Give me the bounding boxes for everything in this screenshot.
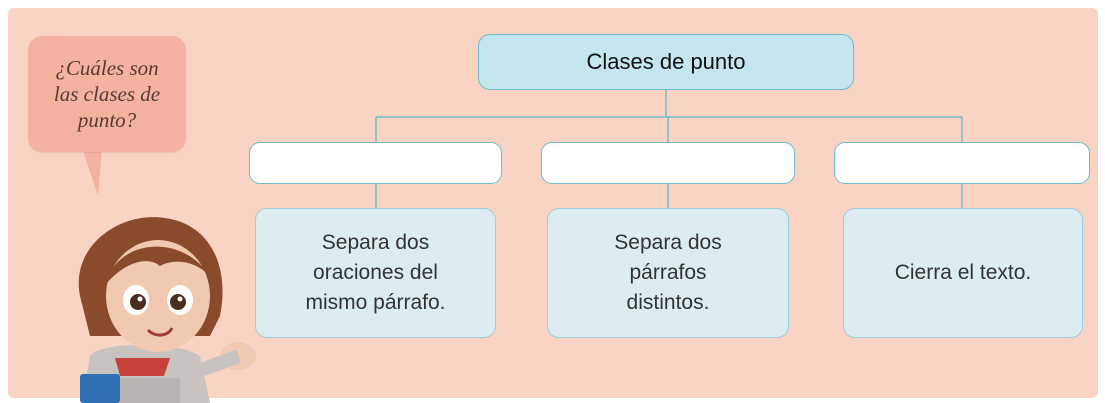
description-box-3: Cierra el texto. — [843, 208, 1083, 338]
girl-character-illustration — [78, 217, 256, 403]
description-box-1: Separa dos oraciones del mismo párrafo. — [255, 208, 496, 338]
speech-bubble-tail — [82, 148, 102, 196]
description-box-2: Separa dos párrafos distintos. — [547, 208, 789, 338]
root-node: Clases de punto — [478, 34, 854, 90]
blank-answer-box-3[interactable] — [834, 142, 1090, 184]
speech-bubble: ¿Cuáles son las clases de punto? — [28, 36, 186, 152]
blank-answer-box-2[interactable] — [541, 142, 795, 184]
blank-answer-box-1[interactable] — [249, 142, 502, 184]
